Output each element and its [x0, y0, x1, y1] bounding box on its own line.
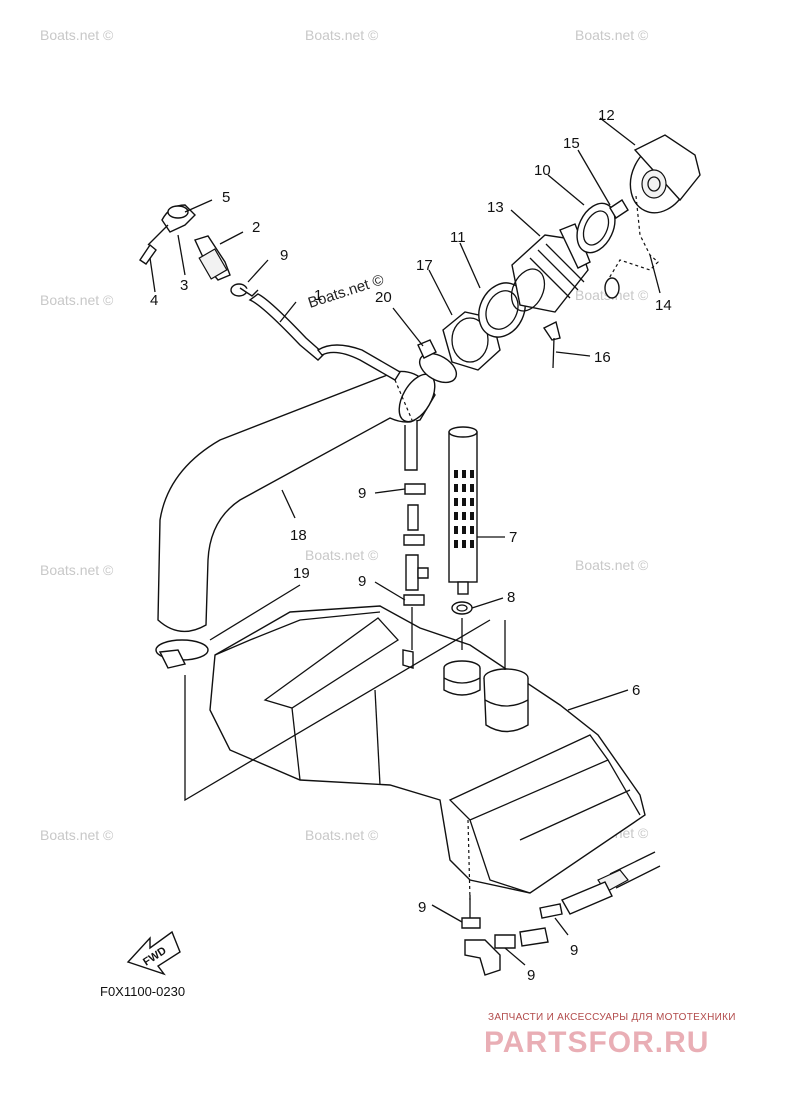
callout-7: 7: [509, 529, 517, 546]
watermarks: Boats.net © Boats.net © Boats.net © Boat…: [40, 27, 649, 843]
fuel-tank: [209, 605, 661, 901]
fwd-arrow: FWD: [126, 930, 181, 976]
callout-17: 17: [416, 257, 433, 274]
callout-1: 1: [314, 287, 322, 304]
watermark: Boats.net ©: [575, 557, 649, 573]
filler-hose: [157, 370, 436, 633]
callout-9-upper: 9: [280, 247, 288, 264]
callout-9-drain-left: 9: [418, 899, 426, 916]
watermark: Boats.net ©: [575, 27, 649, 43]
filler-neck-assembly: [417, 134, 701, 384]
watermark: Boats.net ©: [40, 562, 114, 578]
callout-2: 2: [252, 219, 260, 236]
callout-15: 15: [563, 135, 580, 152]
drain-fittings: [461, 881, 613, 976]
watermark: Boats.net ©: [40, 827, 114, 843]
callout-16: 16: [594, 349, 611, 366]
callout-13: 13: [487, 199, 504, 216]
watermark: Boats.net ©: [40, 292, 114, 308]
callout-3: 3: [180, 277, 188, 294]
callout-4: 4: [150, 292, 158, 309]
fuel-strainer: [448, 426, 478, 615]
callout-9-mid: 9: [358, 485, 366, 502]
vent-hose: [230, 283, 401, 381]
callout-9-drain-right: 9: [570, 942, 578, 959]
callout-6: 6: [632, 682, 640, 699]
vent-line-fittings: [403, 483, 506, 670]
watermark: Boats.net ©: [305, 547, 379, 563]
watermark: Boats.net ©: [305, 27, 379, 43]
callout-20: 20: [375, 289, 392, 306]
callout-labels: 5 2 3 4 9 12 15 10 13 11 17 20 14 16 9 1…: [150, 107, 672, 984]
callout-10: 10: [534, 162, 551, 179]
brand-watermark: ЗАПЧАСТИ И АКСЕССУАРЫ ДЛЯ МОТОТЕХНИКИ PA…: [484, 1012, 736, 1059]
watermark: Boats.net ©: [305, 827, 379, 843]
callout-8: 8: [507, 589, 515, 606]
brand-name: PARTSFOR.RU: [484, 1026, 709, 1059]
brand-tagline: ЗАПЧАСТИ И АКСЕССУАРЫ ДЛЯ МОТОТЕХНИКИ: [488, 1012, 736, 1023]
hose-clamp-19: [155, 619, 491, 802]
leader-lines: [149, 117, 661, 966]
callout-11: 11: [450, 229, 466, 246]
watermark: Boats.net ©: [40, 27, 114, 43]
callout-14: 14: [655, 297, 672, 314]
check-valve-assembly: [139, 204, 231, 281]
callout-18: 18: [290, 527, 307, 544]
callout-9-drain-bottom: 9: [527, 967, 535, 984]
callout-12: 12: [598, 107, 615, 124]
callout-5: 5: [222, 189, 230, 206]
callout-19: 19: [293, 565, 310, 582]
callout-9-lower: 9: [358, 573, 366, 590]
figure-code: F0X1100-0230: [100, 984, 185, 999]
